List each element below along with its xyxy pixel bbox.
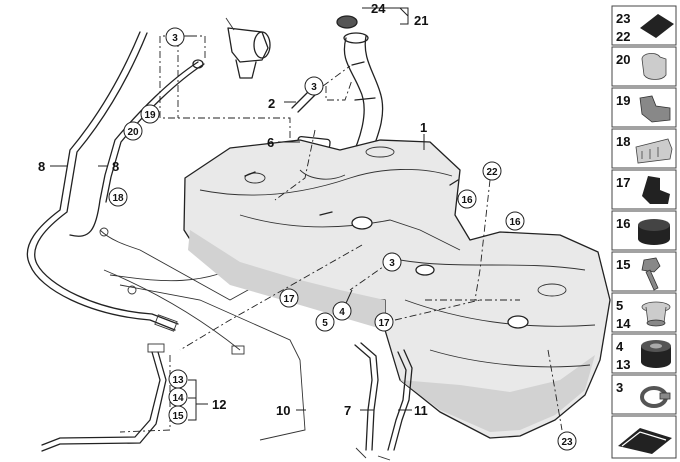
callout-7: 7 — [344, 403, 351, 418]
circled-callout-3-top: 3 — [165, 27, 185, 47]
svg-text:14: 14 — [616, 316, 631, 331]
svg-text:19: 19 — [144, 110, 156, 121]
clip-icon — [641, 53, 667, 80]
circled-callout-5: 5 — [315, 312, 335, 332]
svg-text:19: 19 — [616, 93, 630, 108]
circled-callout-17-b: 17 — [374, 312, 394, 332]
svg-text:17: 17 — [283, 294, 295, 305]
panel-cell-16: 16 — [611, 210, 677, 251]
panel-cell-5-14: 5 14 — [611, 292, 677, 333]
svg-text:3: 3 — [616, 380, 623, 395]
svg-text:23: 23 — [616, 11, 630, 26]
svg-text:16: 16 — [461, 195, 473, 206]
panel-cell-18: 18 — [611, 128, 677, 169]
fuel-lines-left — [26, 31, 321, 441]
svg-text:17: 17 — [378, 318, 390, 329]
panel-cell-23-22: 23 22 — [611, 5, 677, 46]
svg-text:5: 5 — [616, 298, 623, 313]
svg-text:13: 13 — [616, 357, 630, 372]
callout-6: 6 — [267, 135, 274, 150]
svg-text:14: 14 — [172, 393, 184, 404]
pad-icon — [640, 14, 674, 38]
tank-strap — [41, 343, 167, 452]
hose-clamp-icon — [640, 386, 671, 408]
svg-text:16: 16 — [616, 216, 630, 231]
callout-8-left: 8 — [38, 159, 45, 174]
multi-clip-icon — [635, 138, 673, 164]
svg-text:5: 5 — [322, 318, 328, 329]
svg-text:13: 13 — [172, 375, 184, 386]
svg-text:20: 20 — [616, 52, 630, 67]
svg-text:3: 3 — [311, 82, 317, 93]
circled-callout-19: 19 — [140, 104, 160, 124]
svg-text:17: 17 — [616, 175, 630, 190]
bushing-icon — [641, 301, 671, 327]
svg-text:22: 22 — [616, 29, 630, 44]
circled-callout-20: 20 — [123, 121, 143, 141]
svg-text:4: 4 — [616, 339, 624, 354]
svg-text:22: 22 — [486, 167, 498, 178]
circled-callout-23: 23 — [557, 431, 577, 451]
parts-legend-panel: 23 22 20 19 18 17 1 — [611, 5, 677, 459]
circled-callout-3-mid: 3 — [304, 76, 324, 96]
callout-21: 21 — [414, 13, 428, 28]
callout-11: 11 — [414, 403, 428, 418]
circled-callout-4: 4 — [332, 301, 352, 321]
callout-12: 12 — [212, 397, 226, 412]
circled-callout-17-a: 17 — [279, 288, 299, 308]
panel-cell-3: 3 — [611, 374, 677, 415]
circled-callout-16-a: 16 — [457, 189, 477, 209]
panel-cell-4-13: 4 13 — [611, 333, 677, 374]
svg-text:16: 16 — [509, 217, 521, 228]
svg-text:15: 15 — [616, 257, 630, 272]
circled-callout-13: 13 — [168, 369, 188, 389]
svg-text:20: 20 — [127, 127, 139, 138]
svg-text:18: 18 — [112, 193, 124, 204]
plain-callouts: 24 21 2 6 1 8 8 10 7 11 12 — [38, 1, 428, 418]
callout-2: 2 — [268, 96, 275, 111]
svg-text:3: 3 — [389, 258, 395, 269]
hoses-7-11 — [354, 342, 413, 461]
screw-icon — [641, 257, 661, 291]
circled-callout-14: 14 — [168, 387, 188, 407]
circled-callout-22: 22 — [482, 161, 502, 181]
svg-text:4: 4 — [339, 307, 345, 318]
bracket-clip-icon — [639, 95, 671, 123]
valve-unit — [192, 17, 271, 79]
callout-8-right: 8 — [112, 159, 119, 174]
panel-cell-19: 19 — [611, 87, 677, 128]
svg-text:23: 23 — [561, 437, 573, 448]
panel-cell-tank — [611, 415, 677, 459]
panel-cell-20: 20 — [611, 46, 677, 87]
panel-cell-17: 17 — [611, 169, 677, 210]
leader-lines — [50, 7, 425, 421]
grommet-icon — [641, 340, 671, 368]
callout-1: 1 — [420, 120, 427, 135]
circled-callout-15: 15 — [168, 405, 188, 425]
circled-callouts: 3 3 3 19 20 18 22 16 16 17 17 4 5 13 14 — [108, 27, 577, 451]
callout-10: 10 — [276, 403, 290, 418]
rubber-block-icon — [642, 176, 670, 204]
circled-callout-3-tank: 3 — [382, 252, 402, 272]
panel-cell-15: 15 — [611, 251, 677, 292]
part-2-sleeve — [291, 89, 317, 113]
circled-callout-16-b: 16 — [505, 211, 525, 231]
fuel-tank-silhouette-icon — [618, 428, 672, 454]
circled-callout-18: 18 — [108, 187, 128, 207]
svg-text:3: 3 — [172, 33, 178, 44]
svg-text:18: 18 — [616, 134, 630, 149]
rubber-buffer-icon — [638, 219, 670, 245]
fuel-tank — [183, 139, 611, 439]
svg-text:15: 15 — [172, 411, 184, 422]
callout-24: 24 — [371, 1, 386, 16]
